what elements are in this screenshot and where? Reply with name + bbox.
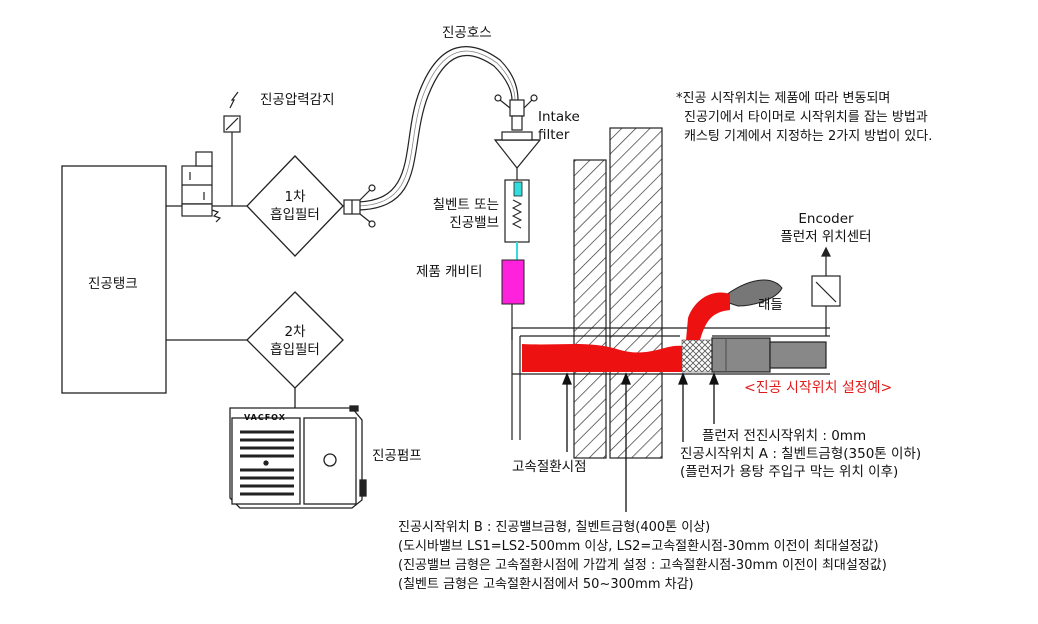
chill-vent-label-line1: 칠벤트 또는 [432,197,499,213]
encoder-label-line2: 플런저 위치센터 [780,229,872,245]
position-b-line: (도시바밸브 LS1=LS2-500mm 이상, LS2=고속절환시점-30mm… [398,539,879,554]
encoder-label-line1: Encoder [798,211,854,227]
position-a-line: 진공시작위치 A : 칠벤트금형(350톤 이하) [680,446,922,462]
intake-filter-label: Intake filter [538,108,580,144]
method-note-line: *진공 시작위치는 제품에 따라 변동되며 [676,91,891,106]
product-cavity [501,259,525,305]
pressure-sensor [223,91,241,206]
vacuum-pump [229,405,367,509]
primary-filter-label-line1: 1차 [284,189,306,205]
primary-filter-label: 1차 흡입필터 [255,188,335,224]
solenoid-valve-symbol [181,151,222,223]
position-b-note: 진공시작위치 B : 진공밸브금형, 칠벤트금형(400톤 이상) (도시바밸브… [398,518,887,594]
primary-filter-label-line2: 흡입필터 [270,207,320,223]
vacuum-tank-label: 진공탱크 [88,276,138,292]
intake-filter-assembly [493,94,542,169]
secondary-filter-label: 2차 흡입필터 [255,323,335,359]
position-arrows [562,372,719,512]
product-cavity-label: 제품 캐비티 [416,264,483,280]
high-speed-point-label: 고속절환시점 [512,459,587,475]
position-a-line: (플런저가 용탕 주입구 막는 위치 이후) [680,464,899,480]
vacuum-pump-label: 진공펌프 [372,448,422,464]
position-b-line: 진공시작위치 B : 진공밸브금형, 칠벤트금형(400톤 이상) [398,520,711,535]
position-a-line: 플런저 전진시작위치 : 0mm [702,428,867,444]
primary-intake-filter [246,155,344,257]
ladle [686,279,783,340]
method-note-line: 캐스팅 기계에서 지정하는 2가지 방법이 있다. [684,129,933,144]
pressure-sensor-label: 진공압력감지 [260,92,335,108]
intake-filter-label-line2: filter [538,127,570,143]
plunger [711,337,827,373]
secondary-filter-label-line1: 2차 [284,324,306,340]
shot-sleeve [511,327,830,440]
position-b-line: (진공밸브 금형은 고속절환시점에 가깝게 설정 : 고속절환시점-30mm 이… [398,558,887,573]
hose-coupling [343,184,376,228]
molten-metal [522,344,682,372]
position-a-note: 플런저 전진시작위치 : 0mm 진공시작위치 A : 칠벤트금형(350톤 이… [680,427,921,481]
plunger-gap [681,339,713,373]
chill-vent-label-line2: 진공밸브 [449,215,499,231]
method-note-line: 진공기에서 타이머로 시작위치를 잡는 방법과 [684,110,928,125]
ladle-label: 래들 [758,297,783,313]
intake-filter-label-line1: Intake [538,109,580,125]
vacuum-hose-label: 진공호스 [442,25,492,41]
chill-vent-label: 칠벤트 또는 진공밸브 [417,196,499,232]
encoder-sensor [811,246,841,336]
fixed-die [573,159,607,459]
chill-vent-valve [504,168,530,260]
pump-brand: VACFOX [244,413,286,422]
vacuum-tank [61,165,167,394]
position-b-line: (칠벤트 금형은 고속절환시점에서 50~300mm 차감) [398,577,694,592]
moving-die [609,127,663,459]
secondary-filter-label-line2: 흡입필터 [270,342,320,358]
setting-example-title: <진공 시작위치 설정예> [744,380,893,396]
encoder-label: Encoder 플런저 위치센터 [760,210,892,246]
method-note: *진공 시작위치는 제품에 따라 변동되며 진공기에서 타이머로 시작위치를 잡… [676,89,932,146]
vacuum-hose [357,46,519,211]
